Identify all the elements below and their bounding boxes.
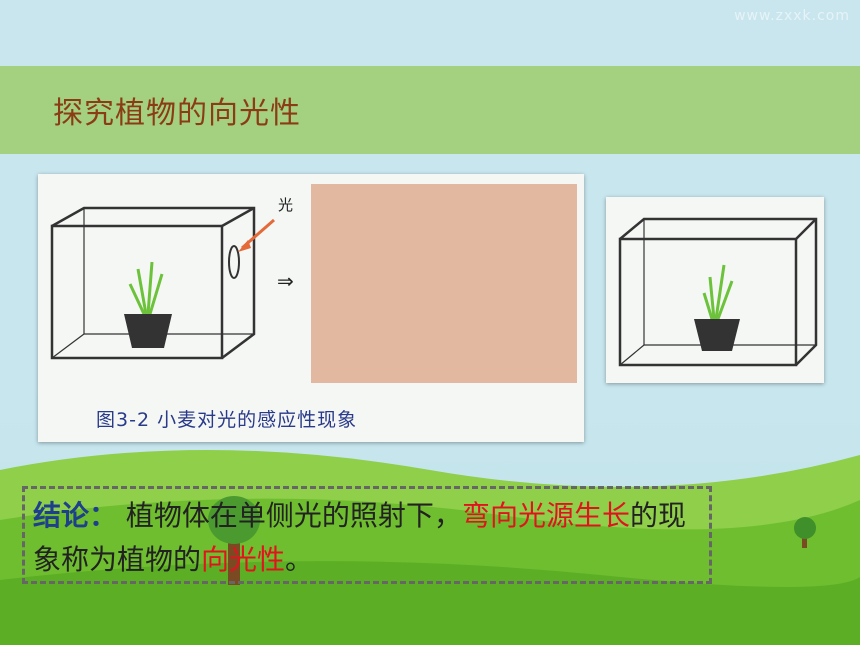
figure-caption: 图3-2 小麦对光的感应性现象 [96, 409, 358, 431]
tree-icon [208, 496, 260, 585]
plant-icon [124, 261, 172, 348]
conclusion-text-part1: 植物体在单侧光的照射下， [125, 499, 462, 532]
bent-plant-illustration [606, 197, 824, 383]
hidden-result-cover [311, 184, 577, 383]
light-label: 光 [278, 196, 294, 214]
slide-title: 探究植物的向光性 [53, 96, 301, 131]
plant-icon [694, 264, 740, 351]
side-figure [606, 197, 824, 383]
conclusion-highlight-1: 弯向光源生长 [461, 499, 630, 532]
conclusion-label: 结论： [33, 499, 118, 532]
tree-icon [794, 517, 816, 548]
arrow-label: ⇒ [277, 269, 294, 293]
conclusion-text: 结论： 植物体在单侧光的照射下，弯向光源生长的现象称为植物的向光性。 [33, 494, 693, 582]
title-band [0, 66, 860, 154]
conclusion-text-part3: 。 [285, 543, 314, 576]
conclusion-text-part2: 的现象称为植物的 [33, 499, 686, 576]
conclusion-highlight-2: 向光性 [201, 543, 286, 576]
conclusion-box [22, 486, 712, 584]
watermark: www.zxxk.com [734, 8, 850, 24]
